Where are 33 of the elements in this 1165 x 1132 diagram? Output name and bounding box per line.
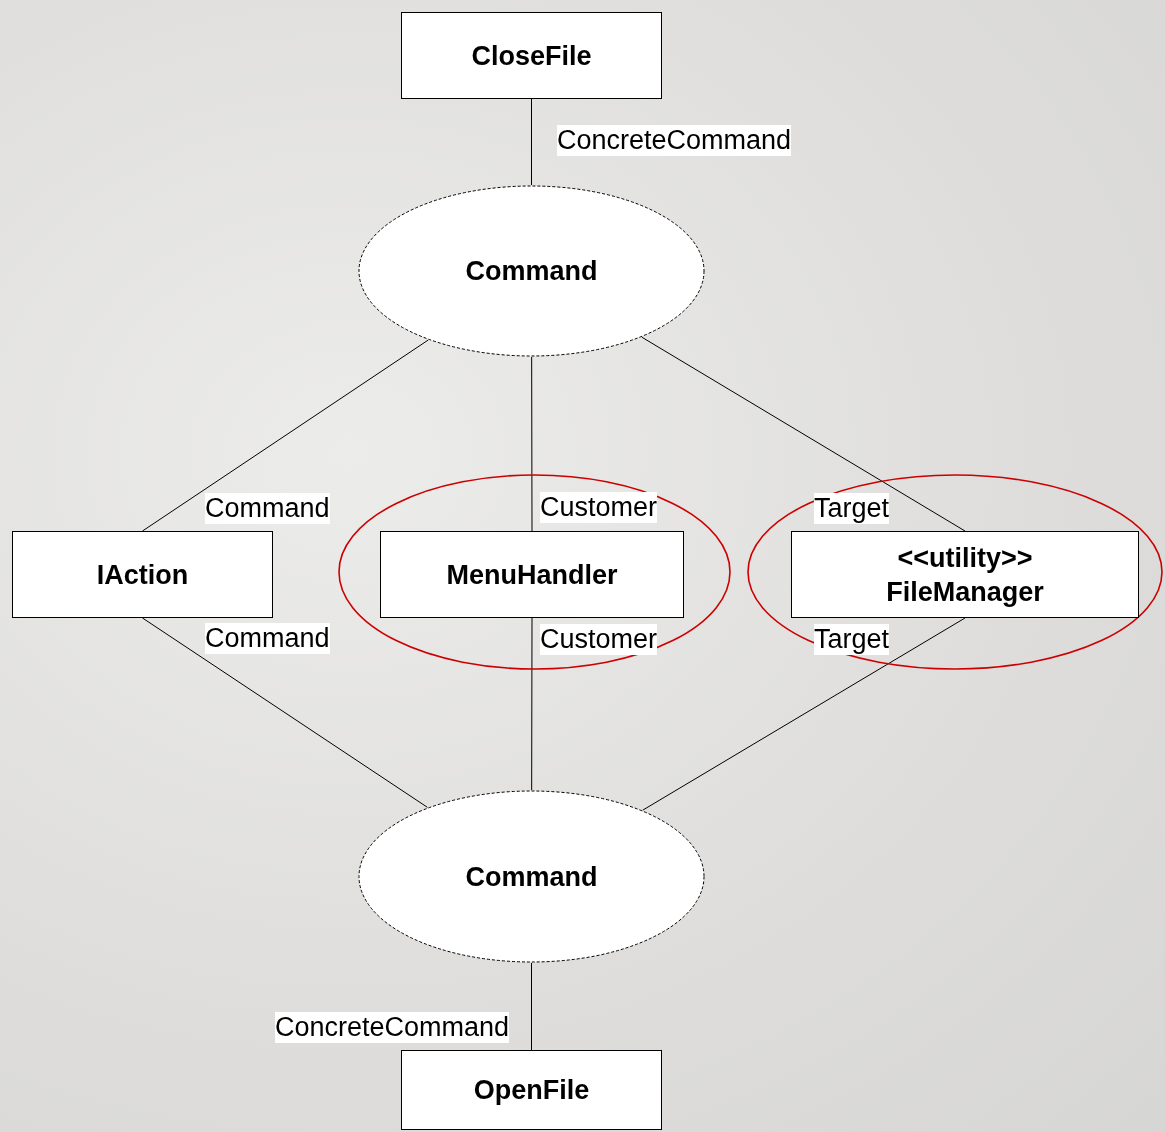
class-name: MenuHandler: [446, 558, 618, 592]
association-line: [641, 336, 966, 532]
class-box: [401, 1050, 662, 1130]
class-name: Command: [465, 860, 598, 894]
association-line: [531, 617, 533, 791]
class-box: [791, 531, 1139, 618]
role-label: Target: [814, 624, 890, 655]
class-box: [401, 12, 662, 99]
role-label: Command: [205, 623, 330, 654]
class-name: IAction: [96, 558, 189, 592]
association-line: [142, 617, 428, 808]
role-label: Command: [205, 493, 330, 524]
association-line: [142, 339, 429, 532]
class-box: [12, 531, 273, 618]
role-label: ConcreteCommand: [275, 1012, 510, 1043]
class-name: Command: [465, 255, 598, 288]
role-label: ConcreteCommand: [557, 125, 792, 156]
stereotype-label: <<utility>>: [897, 541, 1033, 575]
role-label: Customer: [540, 492, 658, 523]
interface-ellipse: [358, 185, 705, 357]
role-label: Target: [814, 493, 890, 524]
association-line: [531, 98, 532, 186]
class-name: OpenFile: [473, 1074, 590, 1107]
class-name: FileManager: [886, 575, 1044, 609]
interface-ellipse: [358, 790, 705, 963]
association-line: [531, 356, 533, 532]
role-label: Customer: [540, 624, 658, 655]
highlight-ellipse: [338, 474, 731, 670]
association-line: [642, 617, 966, 811]
highlight-ellipse: [747, 474, 1163, 670]
association-line: [531, 962, 532, 1051]
class-name: CloseFile: [471, 39, 592, 73]
class-box: [380, 531, 684, 618]
